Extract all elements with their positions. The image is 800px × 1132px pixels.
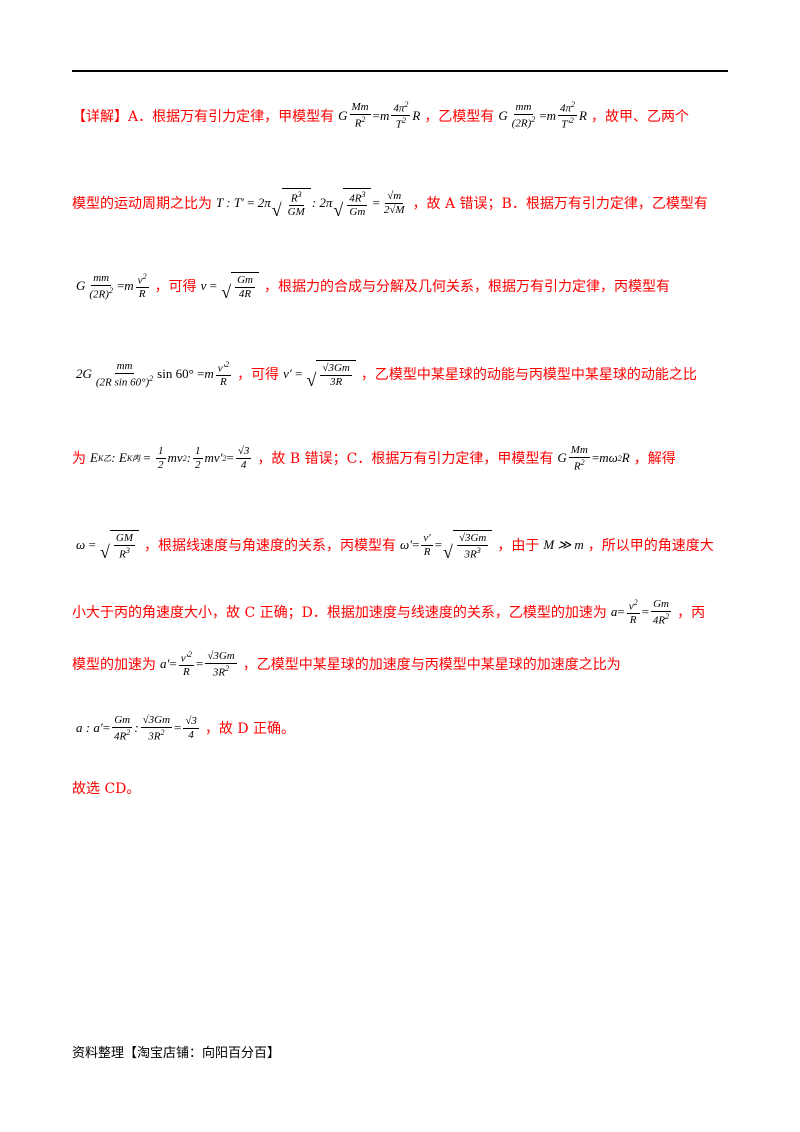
- text-segment: ，乙模型有: [424, 108, 495, 125]
- header-rule: [72, 70, 728, 72]
- text-line-7: 小大于丙的角速度大小，故 C 正确；D．根据加速度与线速度的关系，乙模型的加速为…: [72, 598, 732, 627]
- text-segment: ，故 D 正确。: [204, 721, 296, 738]
- text-segment: ，乙模型中某星球的动能与丙模型中某星球的动能之比: [360, 367, 697, 384]
- text-segment: ，所以甲的角速度大: [587, 538, 714, 555]
- text-segment: ，故 A 错误；B．根据万有引力定律，乙模型有: [412, 196, 708, 213]
- text-segment: ，可得: [237, 367, 280, 384]
- text-segment: ，根据力的合成与分解及几何关系，根据万有引力定律，丙模型有: [263, 279, 670, 296]
- text-segment: ，乙模型中某星球的加速度与丙模型中某星球的加速度之比为: [242, 657, 621, 674]
- text-segment: 【详解】A．根据万有引力定律，甲模型有: [72, 108, 335, 125]
- text-line-10: 故选 CD。: [72, 778, 732, 798]
- text-segment: 模型的加速为: [72, 657, 156, 674]
- text-segment: ，可得: [154, 279, 197, 296]
- text-segment: 模型的运动周期之比为: [72, 196, 212, 213]
- text-segment: 为: [72, 451, 86, 468]
- answer-conclusion: 故选 CD。: [72, 781, 141, 797]
- text-segment: ，由于: [497, 538, 540, 555]
- footer-source: 资料整理【淘宝店铺：向阳百分百】: [72, 1046, 281, 1061]
- text-segment: ，故甲、乙两个: [590, 108, 689, 125]
- text-segment: 小大于丙的角速度大小，故 C 正确；D．根据加速度与线速度的关系，乙模型的加速为: [72, 605, 607, 622]
- text-segment: ，丙: [677, 605, 706, 622]
- equation-mass-relation: M ≫ m: [543, 537, 584, 553]
- text-segment: ，根据线速度与角速度的关系，丙模型有: [144, 538, 397, 555]
- text-segment: ，故 B 错误；C．根据万有引力定律，甲模型有: [257, 451, 554, 468]
- text-segment: ，解得: [633, 451, 676, 468]
